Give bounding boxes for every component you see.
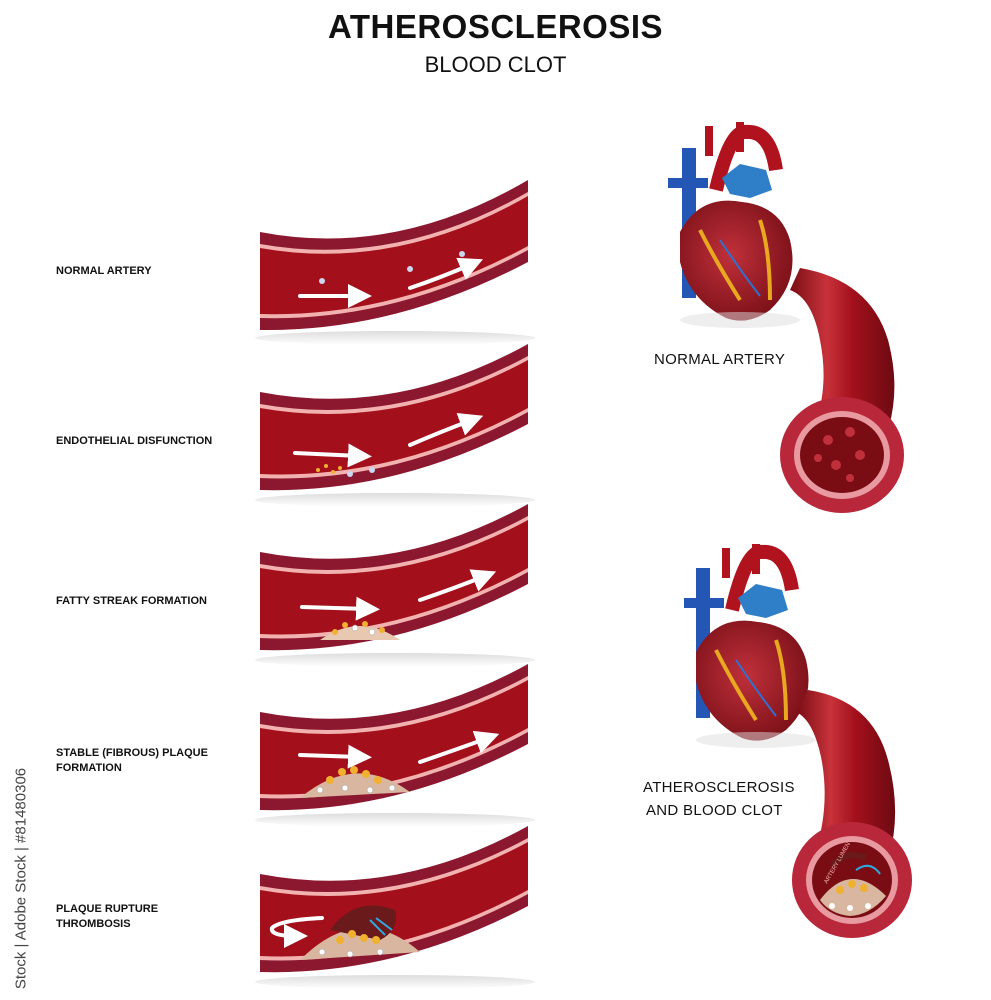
artery-segment-plaque-rupture [255, 826, 535, 989]
artery-tube-normal [780, 268, 904, 513]
stage-label-stable-plaque: STABLE (FIBROUS) PLAQUE FORMATION [56, 747, 208, 774]
heart-atherosclerosis [684, 544, 816, 748]
stage-label-normal-artery: NORMAL ARTERY [56, 265, 152, 277]
page-subtitle: BLOOD CLOT [424, 52, 567, 77]
page-title: ATHEROSCLEROSIS [327, 8, 664, 45]
stage-label-plaque-rupture: PLAQUE RUPTURE THROMBOSIS [56, 903, 159, 930]
artery-segment-normal [255, 180, 535, 345]
atherosclerosis-label-line1: ATHEROSCLEROSIS [643, 779, 795, 796]
normal-artery-label: NORMAL ARTERY [654, 351, 786, 368]
artery-segment-stable-plaque [255, 664, 535, 827]
artery-segment-fatty-streak [255, 504, 535, 667]
stage-label-endothelial-disfunction: ENDOTHELIAL DISFUNCTION [56, 435, 213, 447]
artery-segment-endothelial-disfunction [255, 344, 535, 507]
artery-tube-atherosclerosis: ARTERY LUMEN [792, 690, 912, 938]
heart-normal [668, 122, 800, 328]
stage-label-fatty-streak: FATTY STREAK FORMATION [56, 595, 207, 607]
atherosclerosis-label-line2: AND BLOOD CLOT [646, 802, 783, 819]
